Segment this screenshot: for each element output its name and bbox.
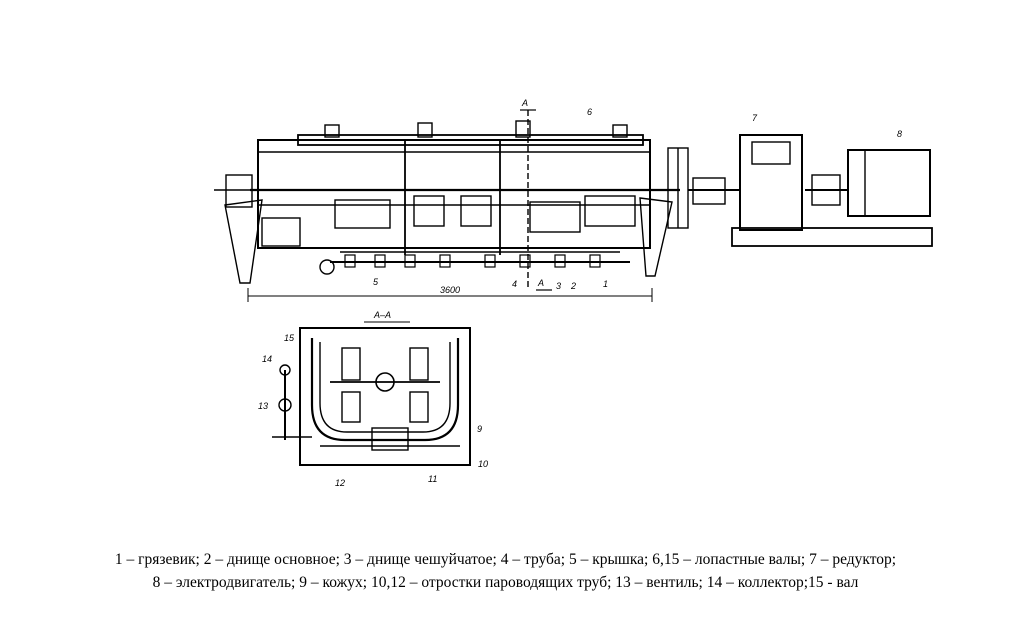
section-housing	[299, 327, 471, 466]
hatch-2	[460, 195, 492, 227]
label-12: 12	[335, 478, 345, 488]
label-14: 14	[262, 354, 272, 364]
technical-drawing: А–А А А 3600 1 2 3 4 5 6 7 8 9 10 11 12 …	[214, 98, 933, 488]
section-marker-top: А	[521, 98, 528, 108]
label-2: 2	[570, 281, 576, 291]
reducer	[739, 134, 803, 231]
label-15: 15	[284, 333, 295, 343]
legend-line-1: 1 – грязевик; 2 – днище основное; 3 – дн…	[114, 551, 897, 568]
label-3: 3	[556, 281, 561, 291]
label-4: 4	[512, 279, 517, 289]
label-7: 7	[752, 113, 758, 123]
left-support-leg	[224, 199, 263, 284]
label-1: 1	[603, 279, 608, 289]
top-cover	[297, 134, 644, 146]
label-6: 6	[587, 107, 592, 117]
drain-fitting	[319, 259, 335, 275]
label-8: 8	[897, 129, 902, 139]
electric-motor	[847, 149, 931, 217]
right-support-leg	[639, 197, 673, 277]
label-13: 13	[258, 401, 268, 411]
label-10: 10	[478, 459, 488, 469]
legend-line-2: 8 – электродвигатель; 9 – кожух; 10,12 –…	[152, 574, 859, 591]
section-trough	[310, 338, 460, 442]
base-frame	[731, 227, 933, 247]
section-marker-bottom: А	[537, 278, 544, 288]
section-title-label: А–А	[373, 310, 391, 320]
hatch-1	[413, 195, 445, 227]
valve	[278, 398, 292, 412]
label-11: 11	[428, 474, 437, 484]
trough-body	[257, 139, 651, 249]
dimension-label: 3600	[440, 285, 460, 295]
label-9: 9	[477, 424, 482, 434]
label-5: 5	[373, 277, 379, 287]
